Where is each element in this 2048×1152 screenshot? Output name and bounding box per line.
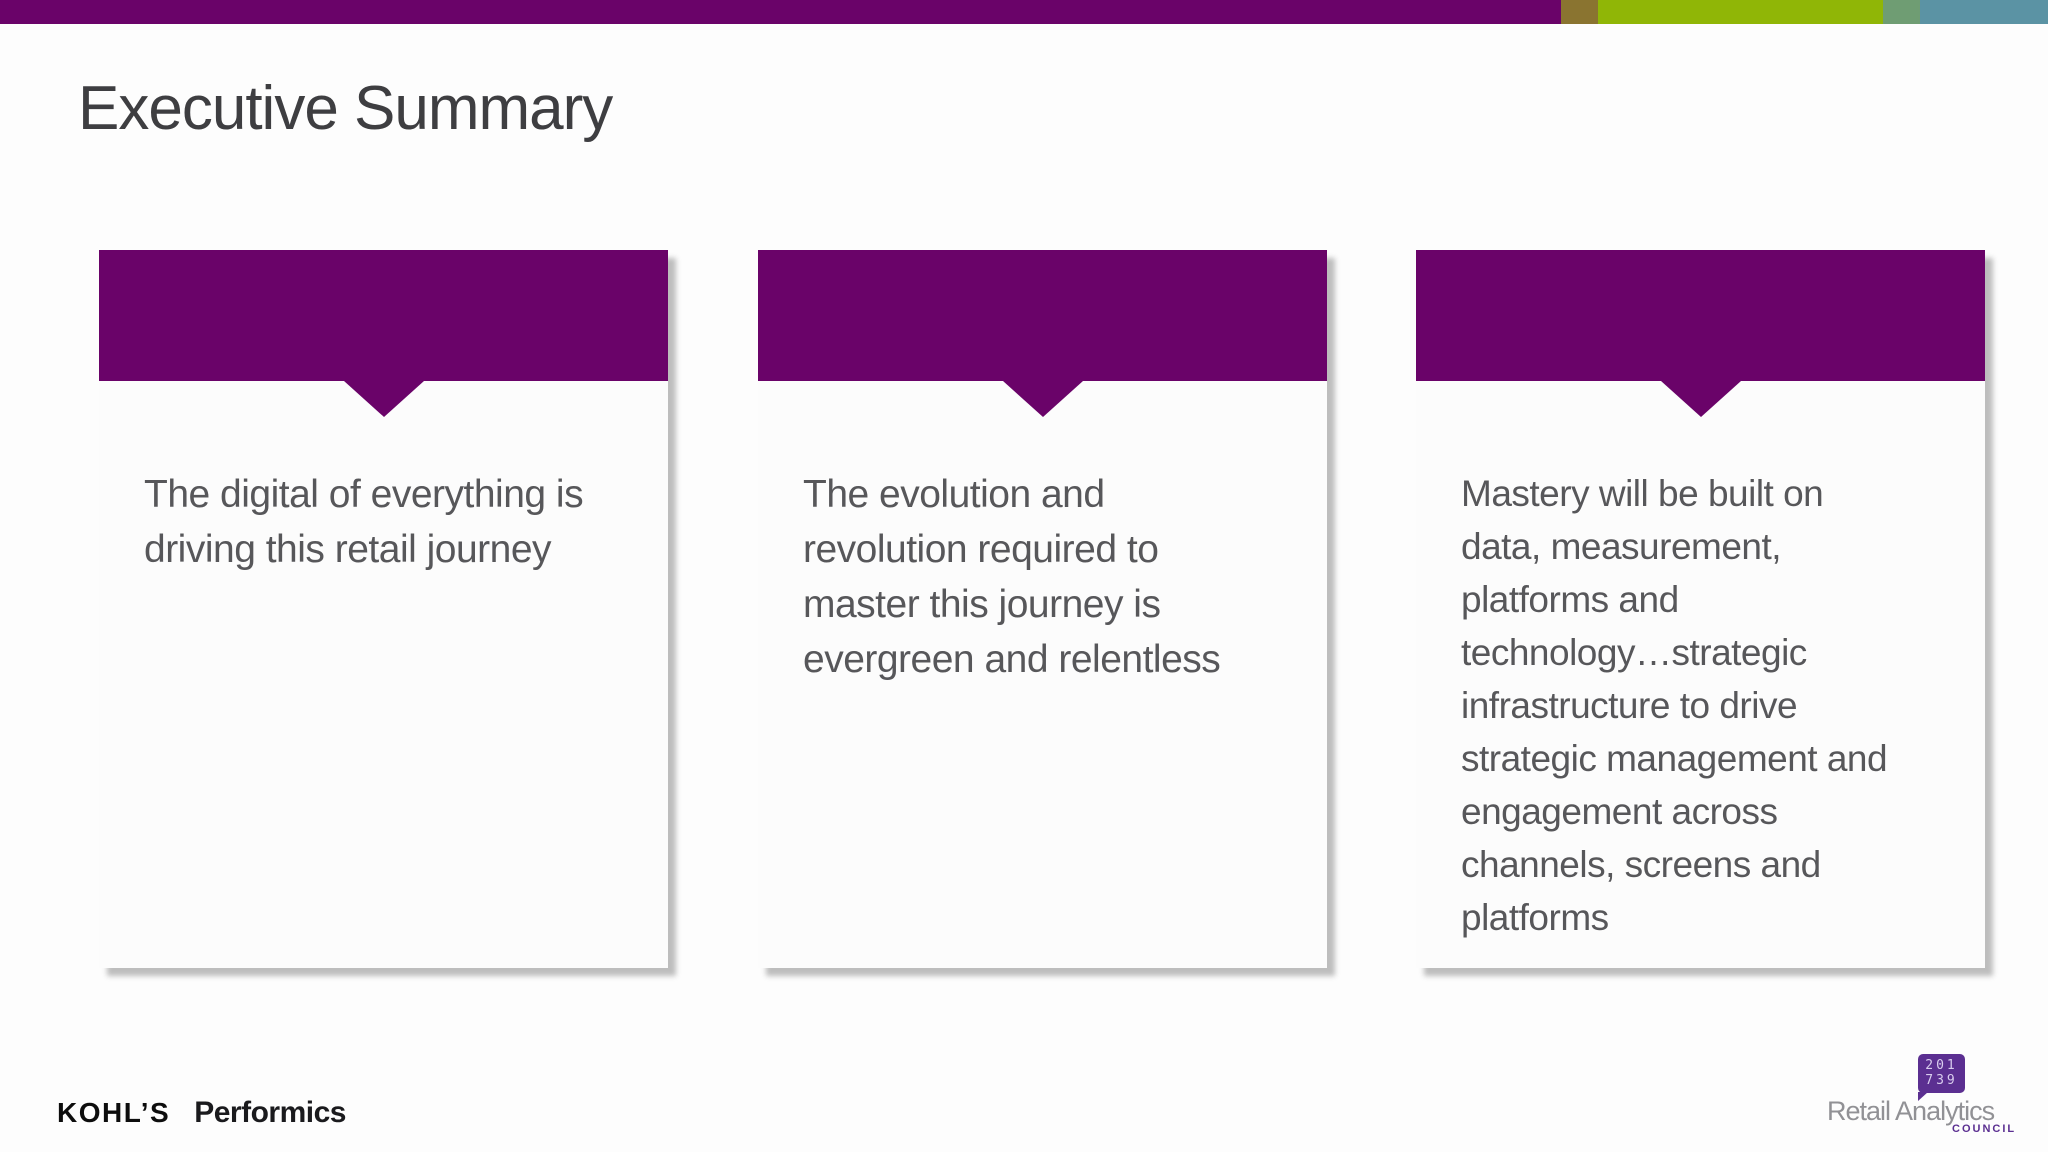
card-3-header-banner <box>1416 250 1985 381</box>
top-accent-bar <box>0 0 2048 24</box>
card-3-pointer-triangle <box>1660 381 1741 417</box>
bar-segment-teal <box>1920 0 2048 24</box>
summary-card-3: Mastery will be built on data, measureme… <box>1416 250 1985 968</box>
summary-card-1: The digital of everything is driving thi… <box>99 250 668 968</box>
rac-speech-bubble-icon: 201 739 <box>1918 1054 1965 1093</box>
card-1-header-banner <box>99 250 668 381</box>
page-title: Executive Summary <box>78 74 613 143</box>
card-1-body: The digital of everything is driving thi… <box>99 381 668 968</box>
rac-bubble-digits: 201 739 <box>1925 1058 1958 1088</box>
retail-analytics-council-logo: 201 739 Retail Analytics COUNCIL <box>1790 1040 2040 1145</box>
bar-segment-purple <box>0 0 1561 24</box>
footer-brand-lockup: KOHL’S Performics <box>57 1096 346 1130</box>
card-2-header-banner <box>758 250 1327 381</box>
bar-segment-green <box>1598 0 1883 24</box>
rac-council-label: COUNCIL <box>1952 1123 2017 1135</box>
bar-segment-sage <box>1883 0 1920 24</box>
card-1-text: The digital of everything is driving thi… <box>144 473 584 571</box>
card-2-pointer-triangle <box>1002 381 1083 417</box>
summary-card-2: The evolution and revolution required to… <box>758 250 1327 968</box>
card-2-text: The evolution and revolution required to… <box>803 473 1221 681</box>
card-3-text: Mastery will be built on data, measureme… <box>1461 473 1888 938</box>
card-2-body: The evolution and revolution required to… <box>758 381 1327 968</box>
kohls-logo: KOHL’S <box>57 1097 171 1128</box>
rac-bubble-tail-icon <box>1918 1092 1928 1101</box>
rac-wordmark: Retail Analytics <box>1827 1096 1995 1126</box>
card-3-body: Mastery will be built on data, measureme… <box>1416 381 1985 968</box>
performics-logo: Performics <box>194 1096 346 1129</box>
bar-segment-olive <box>1561 0 1598 24</box>
card-1-pointer-triangle <box>343 381 424 417</box>
